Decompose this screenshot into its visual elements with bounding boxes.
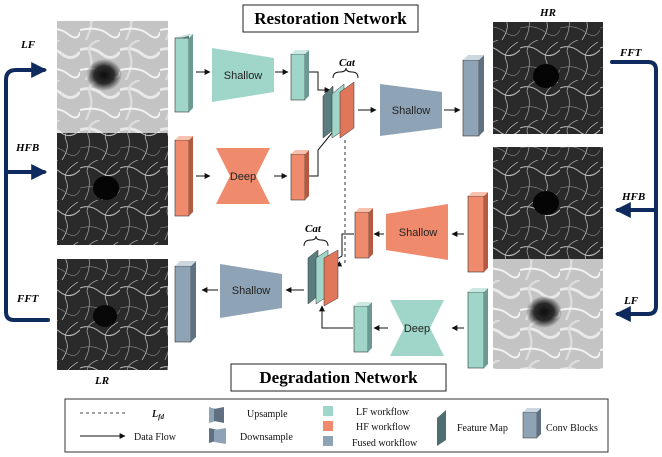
d-cat-label: Cat: [305, 223, 322, 235]
left-fft-loop: [4, 62, 50, 322]
legend-downsample: Downsample: [240, 432, 293, 443]
legend-fused-workflow: Fused workflow: [352, 438, 418, 449]
r-hf-feature-block: [290, 150, 309, 201]
hfb-right-label: HFB: [621, 191, 645, 203]
legend-conv-block-icon: [522, 411, 538, 439]
fft-right-label: FFT: [619, 47, 643, 59]
legend-lf-workflow: LF workflow: [356, 407, 410, 418]
right-fft-loop: [610, 60, 658, 322]
restoration-title-box: Restoration Network: [242, 4, 419, 33]
hr-label: HR: [539, 7, 556, 19]
legend-conv-blocks: Conv Blocks: [546, 423, 598, 434]
r-lf-feature-block: [290, 50, 309, 101]
r-shallow-lf-block: Shallow: [212, 48, 274, 102]
r-cat-label: Cat: [339, 57, 356, 69]
lfd-dashed-link: [335, 140, 346, 267]
r-cat-brace: [332, 67, 359, 79]
d-cat-brace: [303, 235, 329, 247]
hr-image: [493, 22, 603, 134]
legend-upsample: Upsample: [247, 409, 288, 420]
r-lf-conv-block: [174, 34, 195, 113]
d-fused-conv-block: [174, 261, 196, 343]
d-deep-lf-block: Deep: [390, 300, 444, 356]
legend-hf-workflow: HF workflow: [356, 422, 411, 433]
lf-left-label: LF: [20, 39, 36, 51]
d-cat-feature-maps: [307, 249, 339, 307]
hfb-output-image: [493, 147, 603, 259]
r-cat-feature-maps: [322, 81, 355, 139]
legend-feature-map-icon: [437, 410, 446, 446]
r-shallow-fused-block: Shallow: [380, 84, 442, 136]
lf-output-image: [493, 259, 603, 369]
legend-hf-swatch: [323, 421, 333, 431]
lr-image: [57, 259, 168, 370]
degradation-title: Degradation Network: [259, 368, 418, 387]
lf-right-label: LF: [623, 295, 639, 307]
restoration-title: Restoration Network: [254, 9, 407, 28]
lf-input-image: [57, 21, 168, 133]
r-deep-hf-label: Deep: [230, 171, 256, 183]
legend-data-flow: Data Flow: [134, 432, 177, 443]
legend-lfd: Lfd: [151, 409, 164, 421]
d-hf-feature-block: [354, 208, 373, 259]
legend: Lfd Data Flow Upsample Downsample LF wor…: [64, 398, 609, 453]
legend-feature-map: Feature Map: [457, 423, 508, 434]
r-fused-conv-block: [462, 55, 484, 137]
d-shallow-fused-label: Shallow: [232, 285, 271, 297]
legend-lf-swatch: [323, 406, 333, 416]
d-shallow-fused-block: Shallow: [220, 264, 282, 318]
d-deep-lf-label: Deep: [404, 323, 430, 335]
d-shallow-hf-block: Shallow: [386, 204, 448, 260]
fft-left-label: FFT: [16, 293, 40, 305]
d-lf-conv-block: [467, 288, 488, 369]
r-shallow-lf-label: Shallow: [224, 70, 263, 82]
r-deep-hf-block: Deep: [216, 148, 270, 204]
r-hf-conv-block: [174, 136, 193, 217]
r-shallow-fused-label: Shallow: [392, 105, 431, 117]
degradation-title-box: Degradation Network: [230, 363, 447, 392]
d-lf-feature-block: [353, 302, 372, 353]
hfb-input-image: [57, 133, 168, 245]
lr-label: LR: [94, 375, 109, 387]
d-hf-conv-block: [467, 192, 488, 273]
legend-fused-swatch: [323, 436, 333, 446]
d-shallow-hf-label: Shallow: [399, 227, 438, 239]
hfb-left-label: HFB: [15, 142, 39, 154]
